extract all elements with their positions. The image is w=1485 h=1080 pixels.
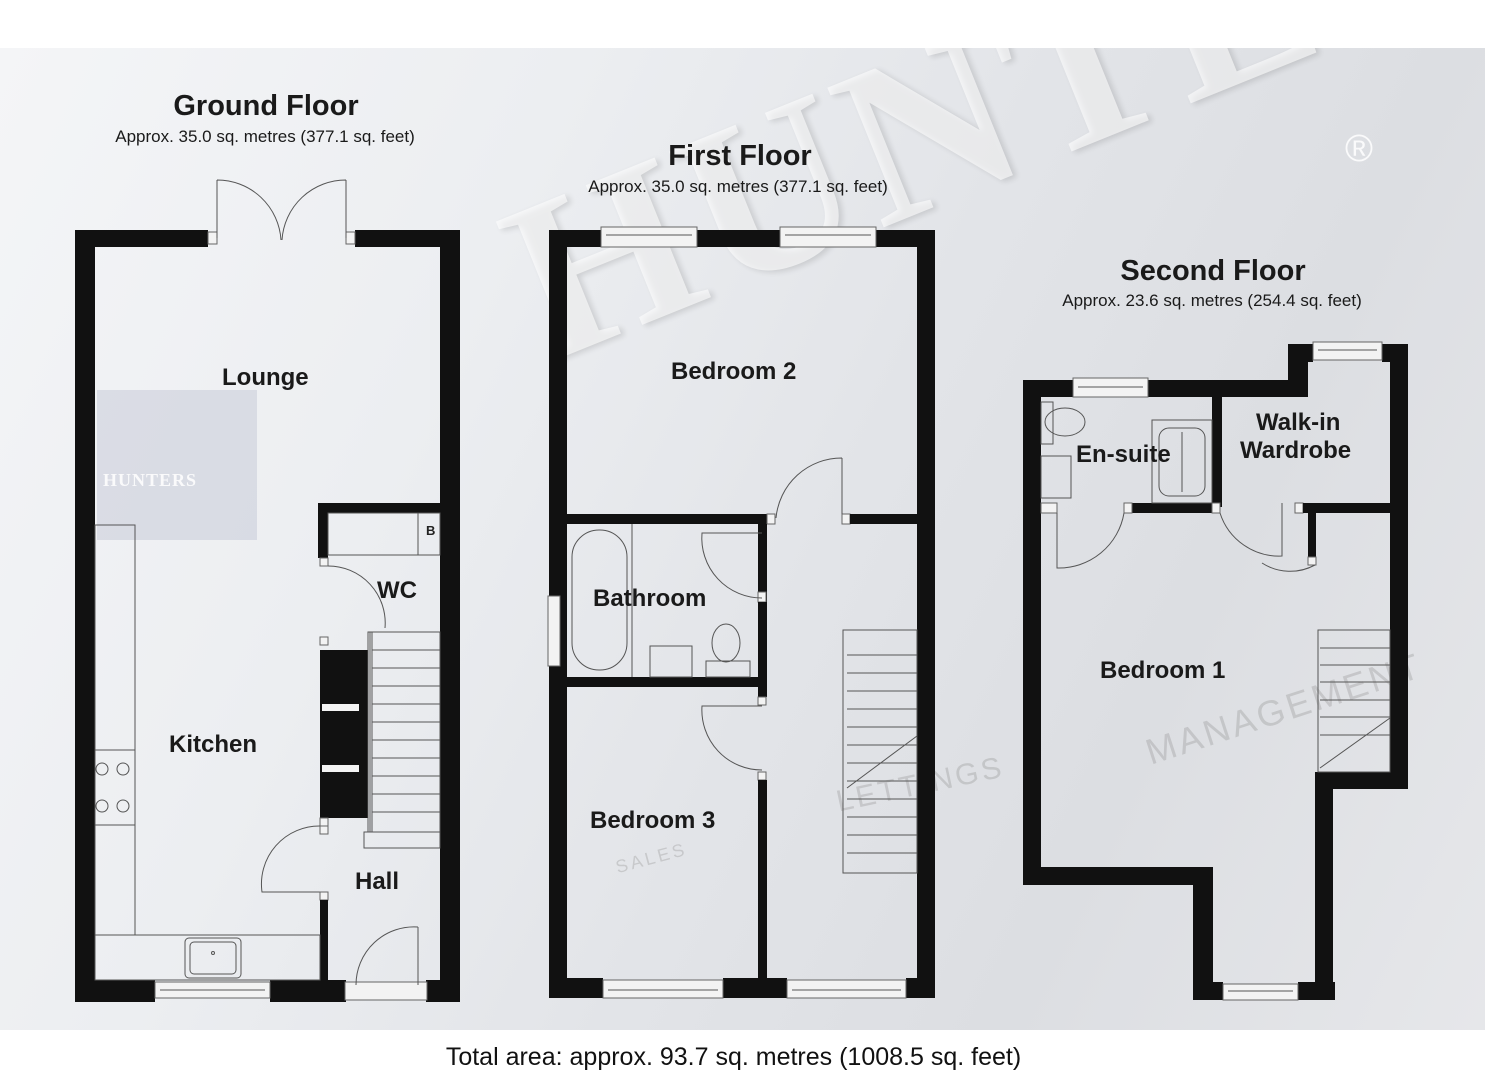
ground-floor-title: Ground Floor: [173, 90, 359, 122]
room-label-wc: WC: [377, 577, 417, 604]
room-label-kitchen: Kitchen: [169, 731, 258, 758]
boiler-label: B: [426, 523, 436, 538]
second-floor-title: Second Floor: [1120, 255, 1306, 287]
second-floor-area: Approx. 23.6 sq. metres (254.4 sq. feet): [1062, 291, 1362, 310]
first-floor-title: First Floor: [668, 140, 812, 172]
ground-floor-plan: [75, 179, 460, 1002]
first-floor-plan: [547, 226, 935, 999]
room-label-bedroom-2: Bedroom 2: [671, 358, 797, 385]
room-label-bathroom: Bathroom: [593, 585, 707, 612]
room-label-en-suite: En-suite: [1076, 441, 1171, 468]
room-label-walk-in: Walk-in: [1256, 409, 1341, 436]
room-label-bedroom-1: Bedroom 1: [1100, 657, 1226, 684]
ground-floor-area: Approx. 35.0 sq. metres (377.1 sq. feet): [115, 127, 415, 146]
room-label-lounge: Lounge: [222, 364, 309, 391]
room-label-wardrobe: Wardrobe: [1240, 437, 1352, 464]
room-label-hall: Hall: [355, 868, 400, 895]
background-photo-watermark: HUNTERS ® HUNTERS MANAGEMENT LETTINGS SA…: [0, 48, 1485, 1030]
second-floor-plan: [1023, 341, 1408, 1001]
first-floor-area: Approx. 35.0 sq. metres (377.1 sq. feet): [588, 177, 888, 196]
hanging-sign-watermark: HUNTERS: [97, 390, 257, 540]
room-label-bedroom-3: Bedroom 3: [590, 807, 716, 834]
registered-mark: ®: [1345, 128, 1373, 170]
total-area: Total area: approx. 93.7 sq. metres (100…: [445, 1043, 1022, 1071]
